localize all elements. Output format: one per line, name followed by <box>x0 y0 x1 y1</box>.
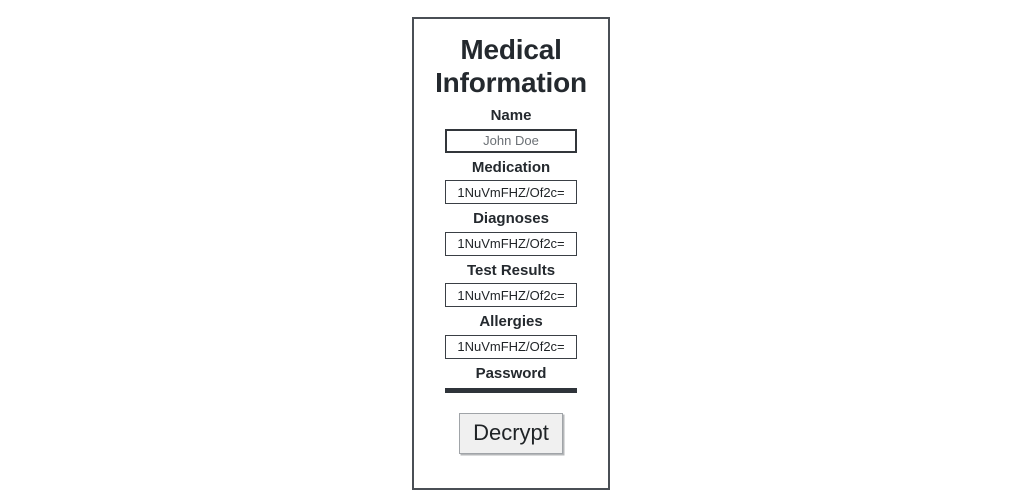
input-diagnoses[interactable] <box>445 231 577 256</box>
input-allergies[interactable] <box>445 334 577 359</box>
medical-information-panel: Medical Information Name Medication Diag… <box>412 17 610 490</box>
input-password[interactable] <box>445 388 577 394</box>
label-password: Password <box>475 364 547 382</box>
button-row: Decrypt <box>414 413 608 455</box>
label-diagnoses: Diagnoses <box>473 210 549 228</box>
input-name[interactable] <box>445 128 577 153</box>
field-group-diagnoses: Diagnoses <box>445 204 577 256</box>
field-group-medication: Medication <box>445 153 577 205</box>
page-title: Medical Information <box>435 34 587 99</box>
field-group-password: Password <box>445 359 577 394</box>
label-name: Name <box>490 107 532 125</box>
label-allergies: Allergies <box>479 313 543 331</box>
input-medication[interactable] <box>445 180 577 205</box>
field-group-name: Name <box>445 101 577 153</box>
label-test-results: Test Results <box>466 261 556 279</box>
decrypt-button[interactable]: Decrypt <box>459 413 563 455</box>
field-group-test-results: Test Results <box>445 256 577 308</box>
input-test-results[interactable] <box>445 283 577 308</box>
label-medication: Medication <box>471 158 551 176</box>
field-group-allergies: Allergies <box>445 307 577 359</box>
